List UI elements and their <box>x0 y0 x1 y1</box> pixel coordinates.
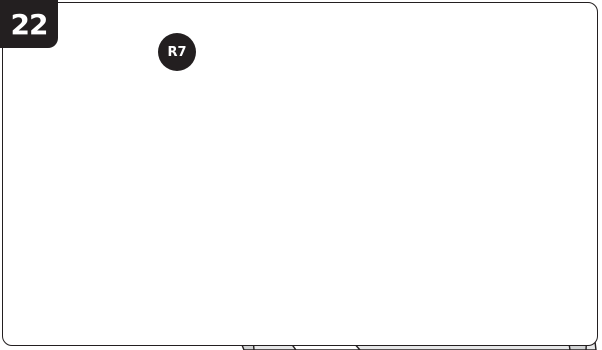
step-number-badge: 22 <box>0 0 58 48</box>
part-label-r7: R7 <box>158 33 196 71</box>
illustration-frame <box>2 2 598 346</box>
